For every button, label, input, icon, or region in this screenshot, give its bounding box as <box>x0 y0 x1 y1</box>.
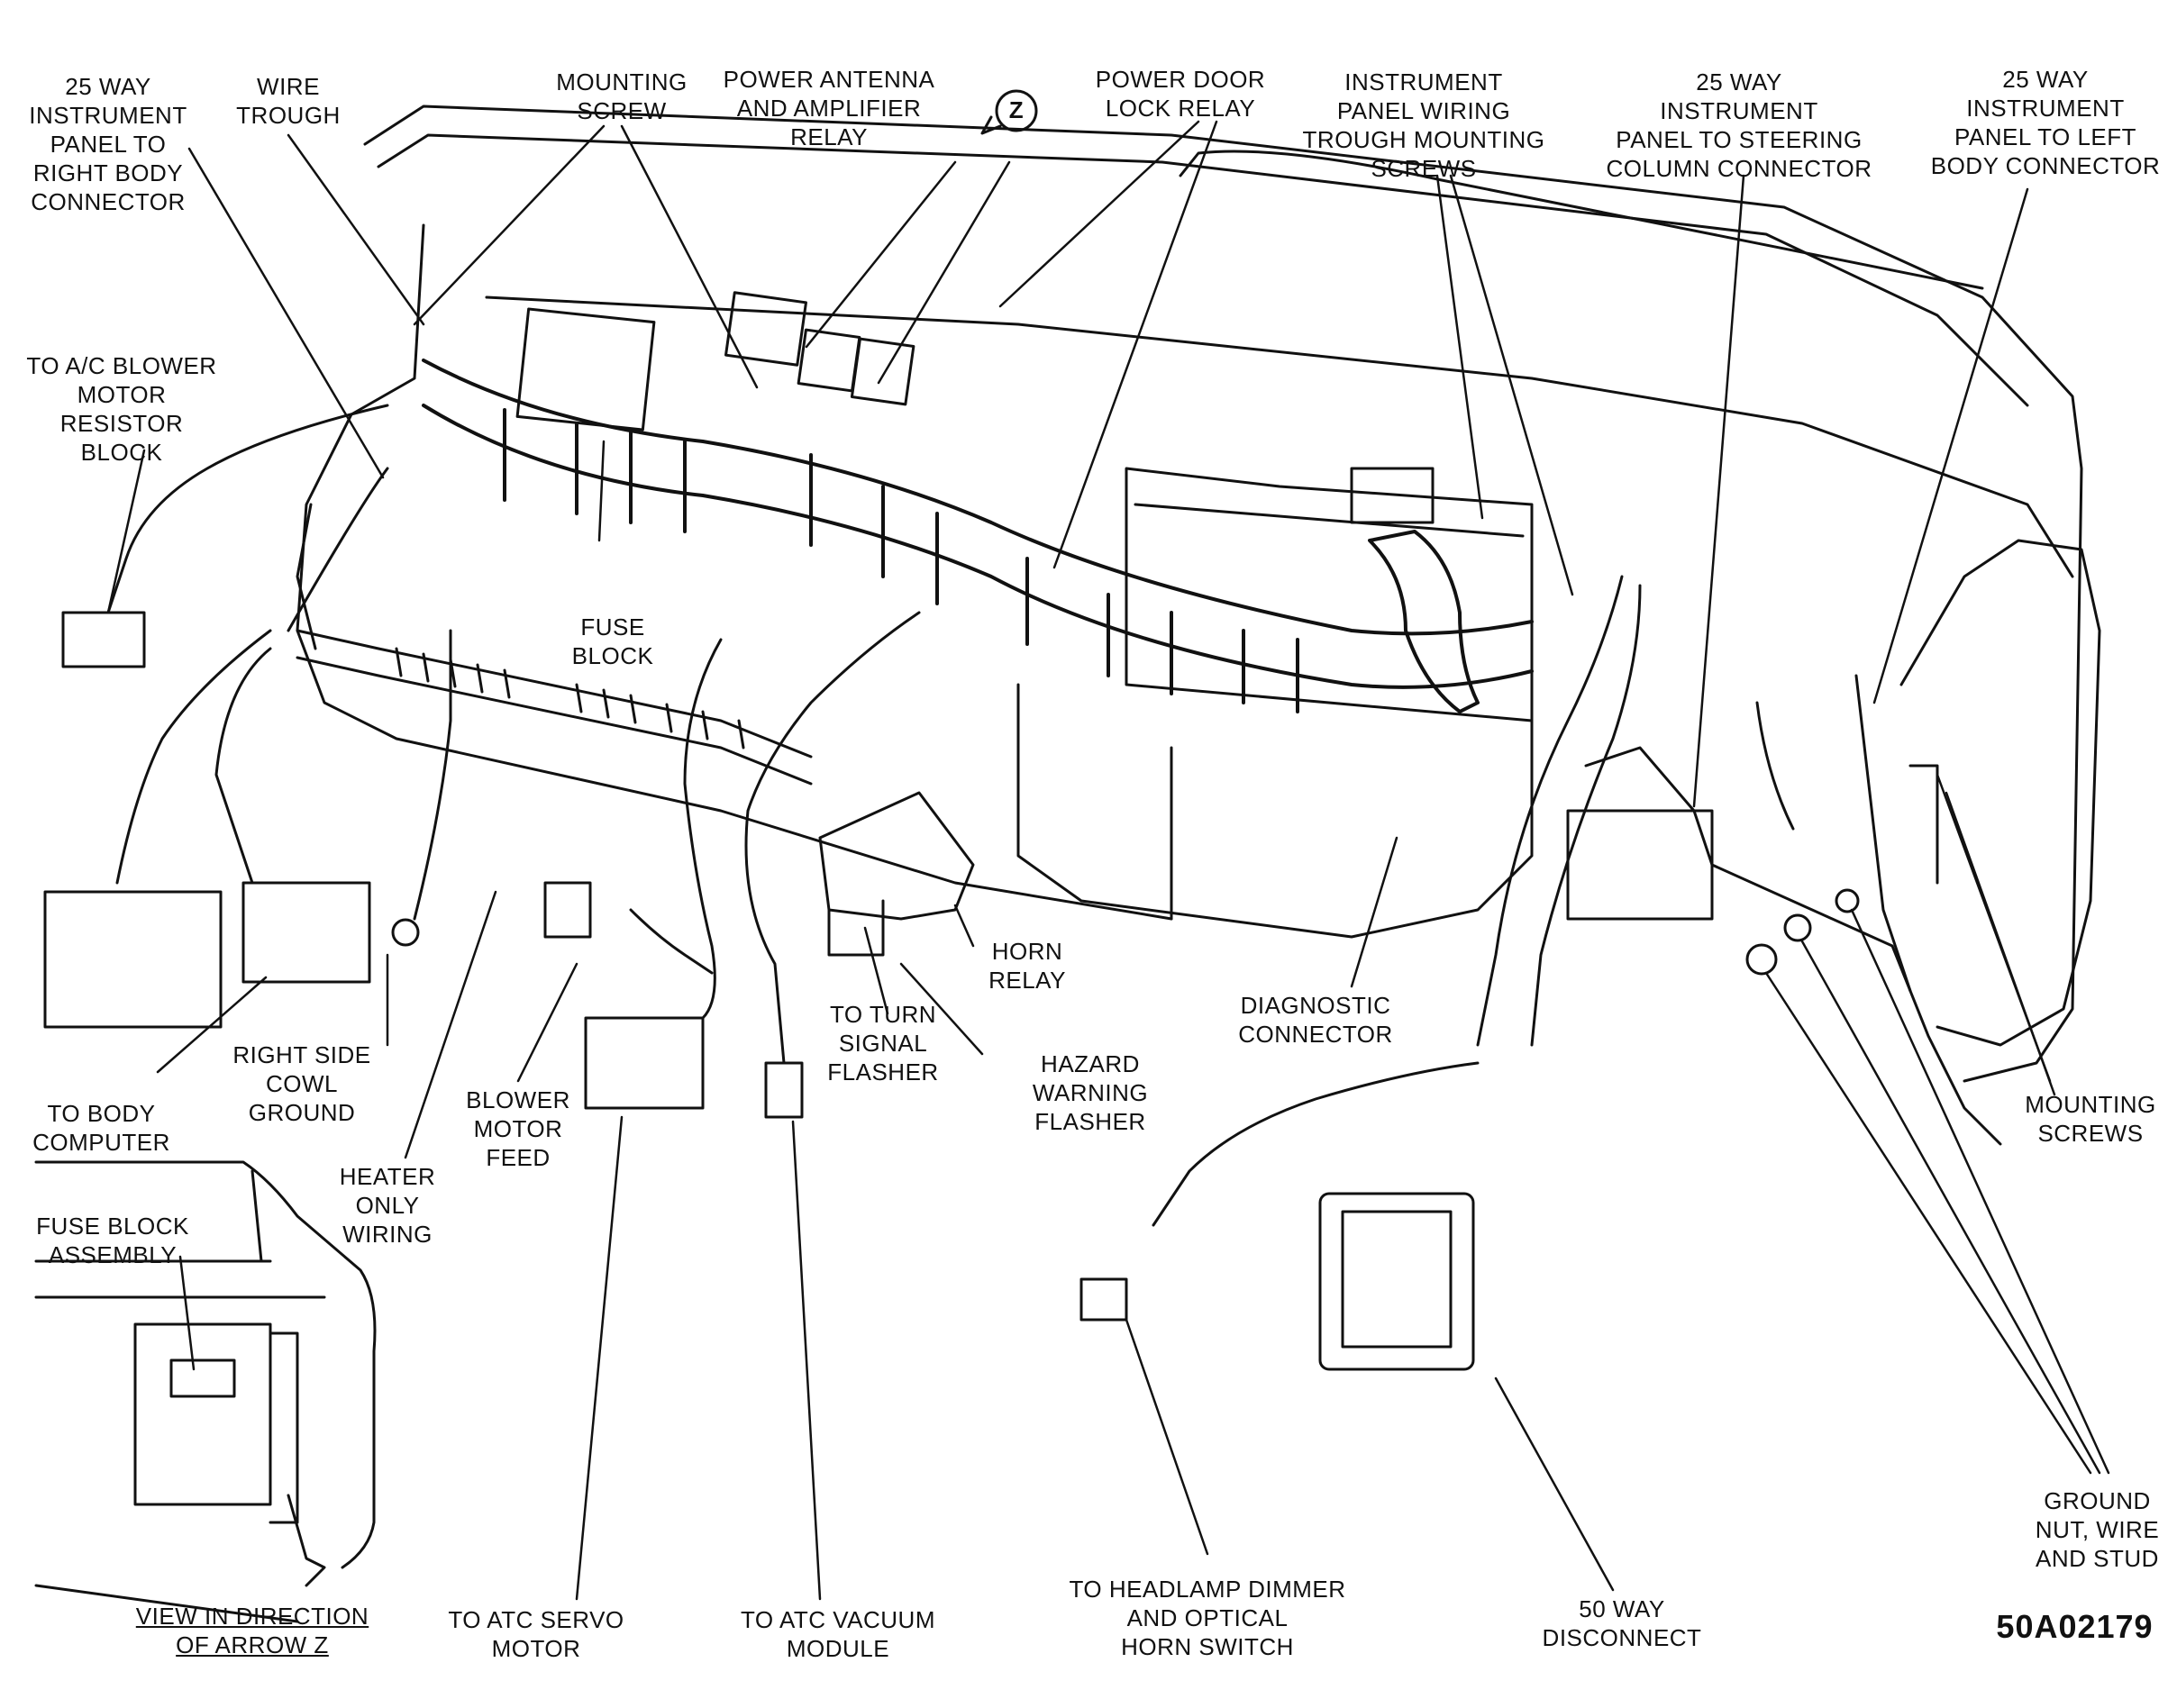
label-steering-column: 25 WAY INSTRUMENT PANEL TO STEERING COLU… <box>1606 68 1872 182</box>
leader-lines <box>106 120 2110 1601</box>
right-components <box>1079 575 1939 1371</box>
inset-fuse-block <box>34 1160 377 1623</box>
label-ac-blower: TO A/C BLOWER MOTOR RESISTOR BLOCK <box>26 352 217 466</box>
arrow-z <box>980 89 1038 135</box>
label-hazard: HAZARD WARNING FLASHER <box>1032 1050 1149 1135</box>
center-components <box>543 611 975 1119</box>
label-right-body-connector: 25 WAY INSTRUMENT PANEL TO RIGHT BODY CO… <box>29 73 187 215</box>
label-body-computer: TO BODY COMPUTER <box>32 1100 170 1156</box>
label-mounting-screws: MOUNTING SCREWS <box>2025 1091 2156 1147</box>
label-mounting-screw: MOUNTING SCREW <box>556 68 688 124</box>
label-blower-feed: BLOWER MOTOR FEED <box>466 1086 570 1171</box>
main-harness <box>422 359 1534 713</box>
label-ip-wiring-trough: INSTRUMENT PANEL WIRING TROUGH MOUNTING … <box>1302 68 1545 182</box>
label-fuse-block: FUSE BLOCK <box>571 613 654 669</box>
label-50-way: 50 WAY DISCONNECT <box>1542 1595 1702 1651</box>
label-diagnostic: DIAGNOSTIC CONNECTOR <box>1238 992 1393 1048</box>
label-left-body-connector: 25 WAY INSTRUMENT PANEL TO LEFT BODY CON… <box>1930 66 2161 179</box>
label-horn-relay: HORN RELAY <box>988 938 1066 994</box>
top-relays <box>515 291 1435 524</box>
label-right-cowl-ground: RIGHT SIDE COWL GROUND <box>232 1041 371 1126</box>
diagram-code: 50A02179 <box>1996 1608 2154 1645</box>
label-power-antenna: POWER ANTENNA AND AMPLIFIER RELAY <box>723 66 935 150</box>
label-atc-servo: TO ATC SERVO MOTOR <box>448 1606 624 1662</box>
label-power-door-lock: POWER DOOR LOCK RELAY <box>1095 66 1266 122</box>
label-turn-signal: TO TURN SIGNAL FLASHER <box>827 1001 939 1086</box>
label-view-arrow-z: VIEW IN DIRECTION OF ARROW Z <box>135 1603 369 1658</box>
dashboard-outline <box>296 104 2101 1146</box>
label-headlamp-dimmer: TO HEADLAMP DIMMER AND OPTICAL HORN SWIT… <box>1069 1576 1346 1660</box>
lower-harness <box>296 629 813 786</box>
left-connectors <box>43 404 452 1029</box>
label-wire-trough: WIRE TROUGH <box>236 73 341 129</box>
label-atc-vacuum: TO ATC VACUUM MODULE <box>741 1606 935 1662</box>
arrow-z-letter: Z <box>1008 96 1025 123</box>
label-fuse-block-assembly: FUSE BLOCK ASSEMBLY <box>36 1213 189 1268</box>
label-ground-nut: GROUND NUT, WIRE AND STUD <box>2035 1487 2160 1572</box>
label-heater-only: HEATER ONLY WIRING <box>339 1163 436 1248</box>
